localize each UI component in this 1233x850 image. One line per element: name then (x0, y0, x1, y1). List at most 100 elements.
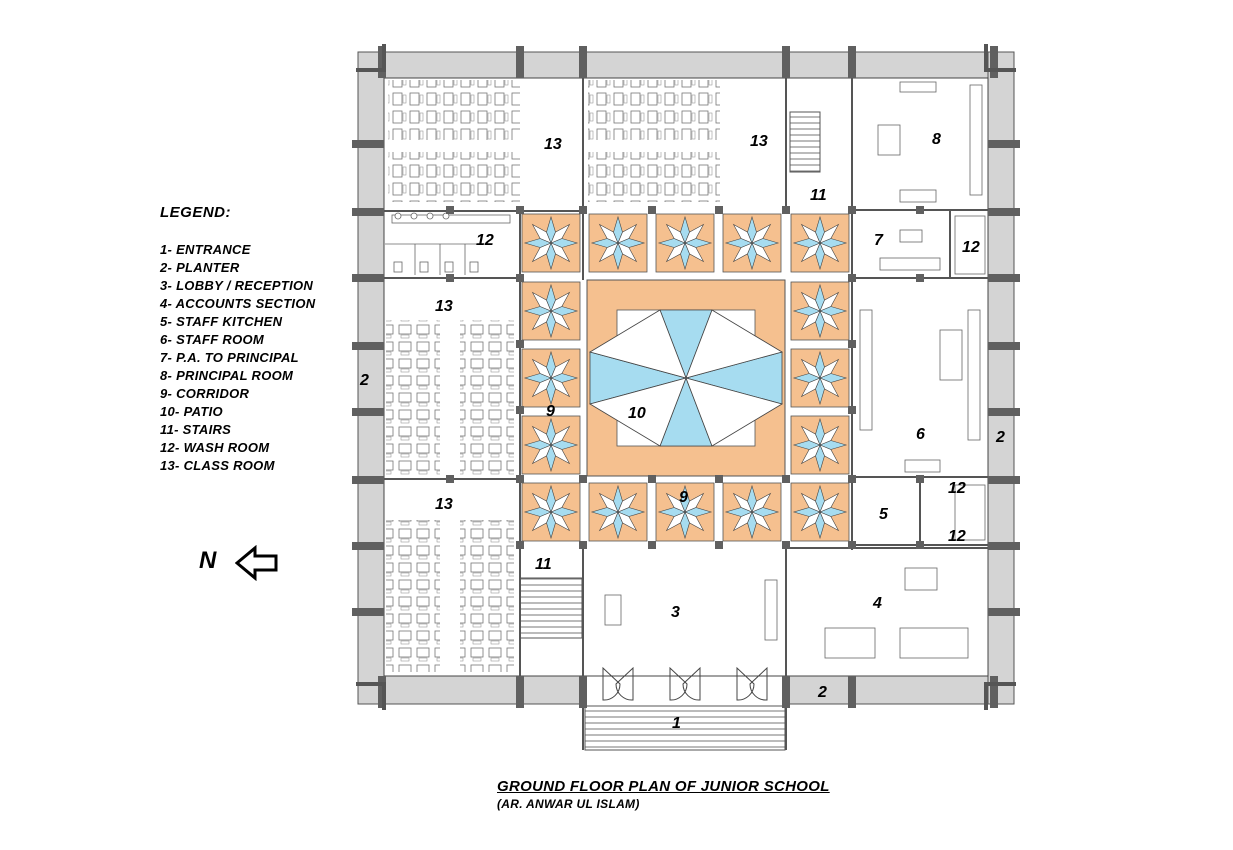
legend-title: LEGEND: (160, 204, 231, 221)
corridor-tile (521, 281, 581, 341)
classroom-furniture (386, 80, 720, 672)
legend-item-5: 5- STAFF KITCHEN (160, 314, 283, 329)
label-lobby: 3 (671, 604, 680, 621)
label-kitchen: 5 (879, 506, 889, 523)
column (446, 206, 454, 214)
corridor-tile (521, 415, 581, 475)
column (782, 475, 790, 483)
legend-item-8: 8- PRINCIPAL ROOM (160, 368, 294, 383)
caption: GROUND FLOOR PLAN OF JUNIOR SCHOOL (AR. … (497, 778, 830, 811)
stairs-south (519, 577, 583, 639)
label-planter-west: 2 (359, 372, 369, 389)
column (516, 406, 524, 414)
legend-item-7: 7- P.A. TO PRINCIPAL (160, 350, 299, 365)
column (848, 206, 856, 214)
arrow-left-icon (235, 545, 278, 581)
column (782, 676, 790, 708)
legend-item-9: 9- CORRIDOR (160, 386, 250, 401)
planter-ring (357, 51, 1015, 705)
column (516, 340, 524, 348)
label-planter-east: 2 (995, 429, 1005, 446)
column (988, 208, 1020, 216)
column (988, 408, 1020, 416)
column (988, 342, 1020, 350)
caption-title: GROUND FLOOR PLAN OF JUNIOR SCHOOL (497, 778, 830, 795)
column (648, 206, 656, 214)
column (579, 206, 587, 214)
column (848, 676, 856, 708)
label-planter-south: 2 (817, 684, 827, 701)
entrance-steps (584, 705, 786, 751)
label-stairs-south: 11 (535, 556, 552, 573)
corridor-tile (722, 213, 782, 273)
label-stairs-north: 11 (810, 187, 827, 204)
legend: LEGEND: 1- ENTRANCE 2- PLANTER 3- LOBBY … (160, 204, 315, 475)
legend-item-2: 2- PLANTER (160, 260, 240, 275)
column (579, 541, 587, 549)
label-classroom-w1: 13 (435, 298, 453, 315)
label-entrance: 1 (672, 715, 681, 732)
column (516, 475, 524, 483)
column (352, 608, 384, 616)
column (916, 274, 924, 282)
legend-item-3: 3- LOBBY / RECEPTION (160, 278, 314, 293)
column (848, 274, 856, 282)
column (916, 206, 924, 214)
label-washroom-sb: 12 (948, 528, 966, 545)
legend-item-13: 13- CLASS ROOM (160, 458, 275, 473)
column (988, 608, 1020, 616)
column (648, 475, 656, 483)
column (516, 274, 524, 282)
column (848, 46, 856, 78)
column (352, 408, 384, 416)
stairs-north (789, 111, 821, 173)
column (352, 342, 384, 350)
corridor-tile (588, 213, 648, 273)
label-accounts: 4 (872, 595, 882, 612)
column (988, 274, 1020, 282)
corridor-tile (655, 213, 715, 273)
column (848, 541, 856, 549)
label-pa: 7 (874, 232, 884, 249)
washroom-fixtures (385, 212, 986, 541)
room-labels: 13 13 11 8 7 12 12 13 2 9 10 6 2 13 9 12… (359, 131, 1005, 732)
corridor-tile (790, 348, 850, 408)
corridor-tile (722, 482, 782, 542)
column (988, 140, 1020, 148)
column (516, 206, 524, 214)
label-washroom-nw: 12 (476, 232, 494, 249)
corridor-tile (790, 281, 850, 341)
column (352, 542, 384, 550)
column (446, 475, 454, 483)
label-corridor-west: 9 (546, 403, 555, 420)
label-principal: 8 (932, 131, 941, 148)
corridor-tile (790, 482, 850, 542)
corridor-tile (588, 482, 648, 542)
legend-item-11: 11- STAIRS (160, 422, 232, 437)
column (352, 208, 384, 216)
column (579, 475, 587, 483)
legend-item-12: 12- WASH ROOM (160, 440, 270, 455)
column (516, 46, 524, 78)
north-indicator: N (199, 543, 289, 583)
column (990, 676, 998, 708)
column (715, 475, 723, 483)
corridor-tile (521, 482, 581, 542)
column (352, 476, 384, 484)
column (988, 476, 1020, 484)
label-washroom-ne: 12 (962, 239, 980, 256)
caption-author: (AR. ANWAR UL ISLAM) (497, 797, 640, 811)
column (916, 475, 924, 483)
entrance-doors (602, 666, 768, 701)
label-corridor-south: 9 (679, 489, 688, 506)
column (715, 541, 723, 549)
label-patio: 10 (628, 405, 646, 422)
corridor-tile (521, 348, 581, 408)
label-classroom-ne: 13 (750, 133, 768, 150)
column (516, 541, 524, 549)
column (715, 206, 723, 214)
column (782, 206, 790, 214)
column (916, 541, 924, 549)
column (848, 475, 856, 483)
